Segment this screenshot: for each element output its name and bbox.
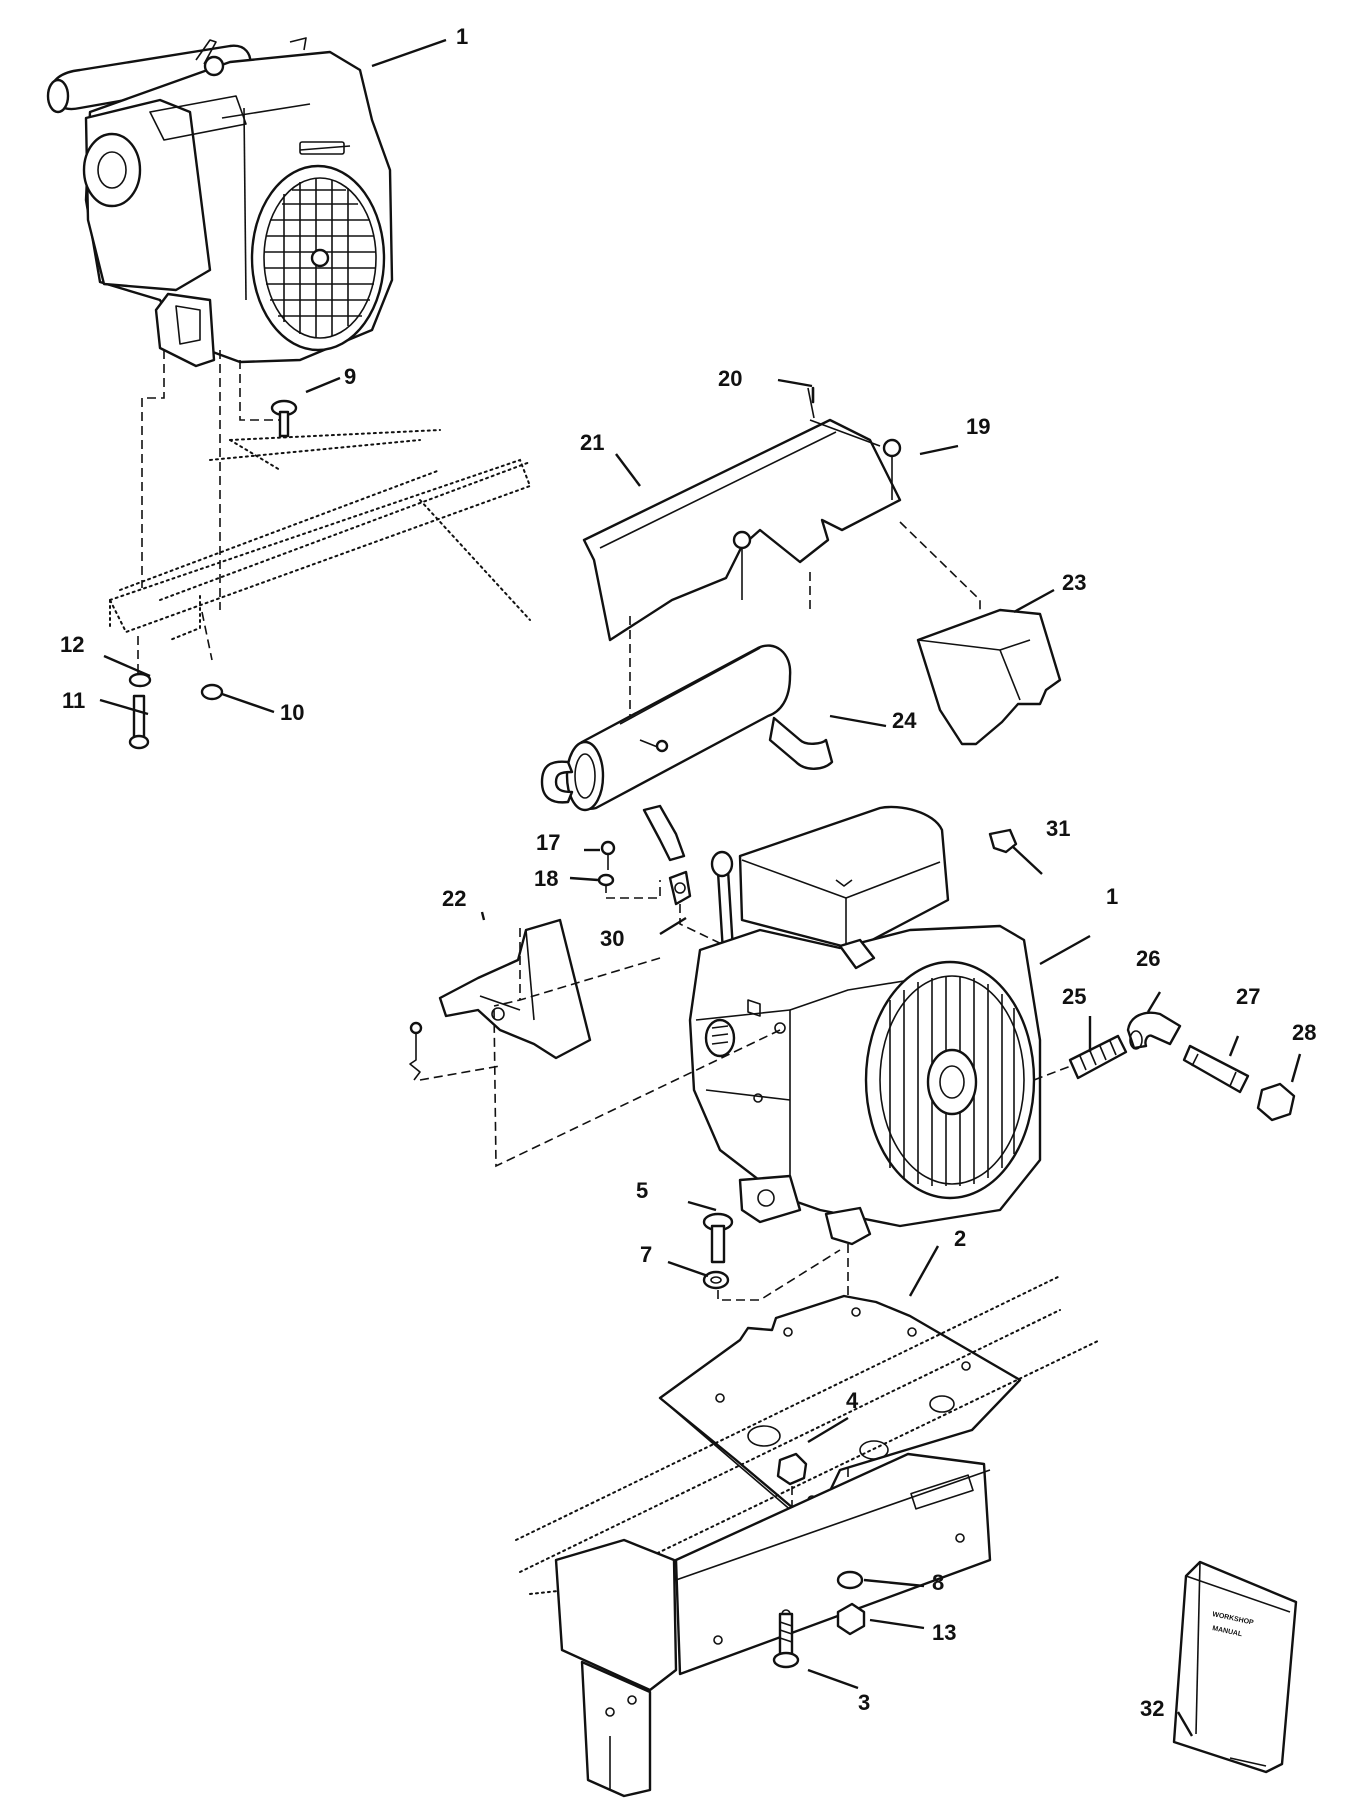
- callout-23: 23: [1062, 570, 1086, 595]
- callout-20: 20: [718, 366, 742, 391]
- washer-7: [702, 1270, 730, 1290]
- callout-21: 21: [580, 430, 604, 455]
- frame-lower: [515, 1275, 1101, 1798]
- callout-9: 9: [344, 364, 356, 389]
- callout-3: 3: [858, 1690, 870, 1715]
- clip-31: [988, 828, 1018, 854]
- callout-24: 24: [892, 708, 917, 733]
- washer-12: [128, 672, 152, 688]
- callout-1-upper: 1: [456, 24, 468, 49]
- callout-17: 17: [536, 830, 560, 855]
- callout-11: 11: [62, 688, 85, 713]
- bolt-22-hardware: [409, 1021, 423, 1081]
- callout-2: 2: [954, 1226, 966, 1251]
- clamp-30: [668, 870, 692, 906]
- callout-7: 7: [640, 1242, 652, 1267]
- nut-13: [836, 1602, 866, 1636]
- callout-18: 18: [534, 866, 558, 891]
- callout-1-main: 1: [1106, 884, 1118, 909]
- callout-19: 19: [966, 414, 990, 439]
- callout-28: 28: [1292, 1020, 1316, 1045]
- callout-31: 31: [1046, 816, 1070, 841]
- workshop-manual-32: WORKSHOP MANUAL: [1172, 1560, 1298, 1774]
- callout-8: 8: [932, 1570, 944, 1595]
- callout-22: 22: [442, 886, 466, 911]
- fitting-25: [1068, 1034, 1128, 1080]
- callout-25: 25: [1062, 984, 1086, 1009]
- pipe-27: [1182, 1044, 1250, 1094]
- callout-4: 4: [846, 1388, 859, 1413]
- nut-4: [776, 1452, 808, 1486]
- exhaust-cover-21: [582, 387, 902, 642]
- leader-lines: [99, 38, 1302, 1737]
- heat-shield-23: [916, 608, 1062, 746]
- cap-28: [1256, 1082, 1296, 1122]
- bolt-11: [128, 694, 150, 750]
- bolt-5: [702, 1212, 734, 1264]
- frame-rails-upper: [108, 350, 532, 680]
- elbow-26: [1126, 1011, 1182, 1050]
- screw-17: [600, 840, 616, 870]
- callout-27: 27: [1236, 984, 1260, 1009]
- callout-26: 26: [1136, 946, 1160, 971]
- engine-main: [688, 805, 1042, 1246]
- callout-5: 5: [636, 1178, 648, 1203]
- callout-32: 32: [1140, 1696, 1164, 1721]
- engine-upper-left: [46, 37, 394, 368]
- nut-19: [882, 438, 902, 500]
- callout-numbers: 1 9 12 11 10 20 21 19 23 24 17 18 22 30 …: [60, 24, 1316, 1721]
- bolt-3: [772, 1612, 800, 1669]
- callout-30: 30: [600, 926, 624, 951]
- muffler-24: [540, 644, 834, 862]
- nut-10: [200, 683, 224, 701]
- bolt-9: [270, 399, 298, 438]
- washer-8: [836, 1570, 864, 1590]
- callout-10: 10: [280, 700, 304, 725]
- callout-12: 12: [60, 632, 84, 657]
- deflector-22: [438, 918, 592, 1060]
- washer-18: [597, 873, 615, 887]
- callout-13: 13: [932, 1620, 956, 1645]
